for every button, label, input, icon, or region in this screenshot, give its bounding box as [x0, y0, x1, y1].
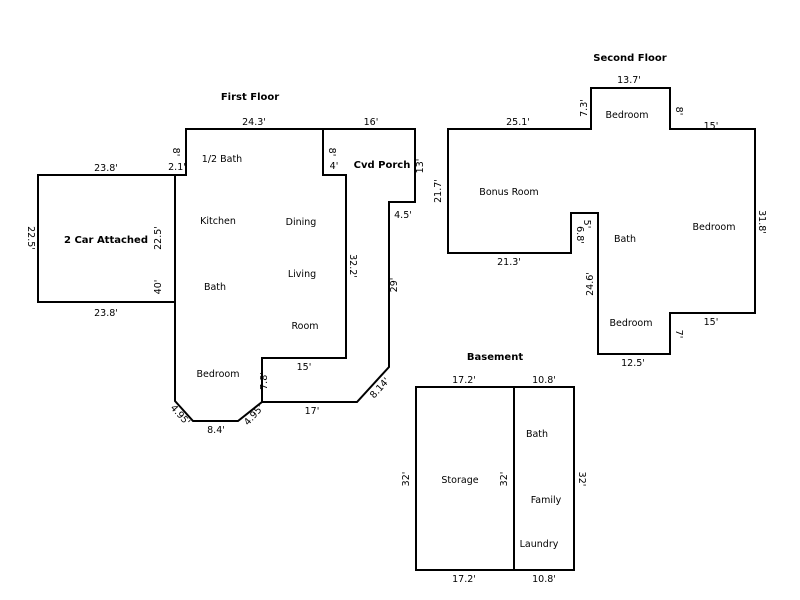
right-dim: 31.8' — [756, 210, 767, 234]
family-label: Family — [531, 495, 562, 506]
outer-right-dim: 29' — [389, 278, 400, 293]
basement-bottom-right-dim: 10.8' — [532, 574, 556, 585]
left-upper-dim: 8' — [170, 148, 181, 157]
bonus-top-dim: 25.1' — [506, 117, 530, 128]
basement-left-dim: 32' — [401, 472, 412, 487]
dining-label: Dining — [286, 217, 317, 228]
left-upper-small-dim: 2.1' — [168, 162, 186, 173]
left-lower-dim: 40' — [153, 280, 164, 295]
basement-top-right-dim: 10.8' — [532, 375, 556, 386]
first-floor: First Floor 2 Car Attached 23.8' 23.8' 2… — [25, 92, 426, 436]
porch-right-dim: 13' — [415, 159, 426, 174]
bedroom-label: Bedroom — [197, 369, 240, 380]
living-bottom-dim: 15' — [297, 362, 312, 373]
second-floor-outline — [447, 87, 756, 355]
right-top-step-dim: 8' — [673, 107, 684, 116]
right-top-dim: 15' — [704, 121, 719, 132]
top-main-dim: 24.3' — [242, 117, 266, 128]
bonus-bottom-dim: 21.3' — [497, 257, 521, 268]
basement-outline — [415, 386, 575, 571]
diagonal-left-dim: 4.95' — [168, 403, 192, 428]
bonus-left-dim: 21.7' — [433, 179, 444, 203]
basement-top-left-dim: 17.2' — [452, 375, 476, 386]
right-bottom-dim: 15' — [704, 317, 719, 328]
porch-inner-dim: 4.5' — [394, 210, 412, 221]
room-label: Room — [291, 321, 318, 332]
porch-step-v-dim: 8' — [326, 148, 337, 157]
bath-2-label: Bath — [614, 234, 636, 245]
garage-right-dim: 22.5' — [153, 226, 164, 250]
first-floor-title: First Floor — [221, 92, 279, 103]
laundry-label: Laundry — [520, 539, 559, 550]
garage-label: 2 Car Attached — [64, 235, 148, 246]
diagonal-mid-dim: 4.95' — [242, 403, 266, 428]
porch-label: Cvd Porch — [354, 160, 411, 171]
notch-top-dim: 5' — [581, 220, 592, 229]
interior-right-dim: 32.2' — [347, 254, 358, 278]
porch-interior-wall — [261, 129, 347, 402]
bath-label: Bath — [204, 282, 226, 293]
basement-bottom-left-dim: 17.2' — [452, 574, 476, 585]
kitchen-label: Kitchen — [200, 216, 236, 227]
storage-label: Storage — [441, 475, 478, 486]
basement-middle-dim: 32' — [499, 472, 510, 487]
bonus-room-label: Bonus Room — [479, 187, 538, 198]
bottom-dim: 8.4' — [207, 425, 225, 436]
second-floor-title: Second Floor — [593, 53, 667, 64]
basement-right-dim: 32' — [576, 472, 587, 487]
top-porch-dim: 16' — [364, 117, 379, 128]
bedroom-bottom-label: Bedroom — [610, 318, 653, 329]
notch-left-dim: 6.8' — [574, 226, 585, 244]
garage-left-dim: 22.5' — [25, 226, 36, 250]
porch-step-h-dim: 4' — [330, 161, 339, 172]
half-bath-label: 1/2 Bath — [202, 154, 242, 165]
bedroom-step-dim: 7.8' — [259, 372, 270, 390]
second-bottom-dim: 12.5' — [621, 358, 645, 369]
basement-bath-label: Bath — [526, 429, 548, 440]
garage-bottom-dim: 23.8' — [94, 308, 118, 319]
bottom-right-dim: 17' — [305, 406, 320, 417]
bedroom-right-label: Bedroom — [693, 222, 736, 233]
basement-title: Basement — [467, 352, 523, 363]
garage-top-dim: 23.8' — [94, 163, 118, 174]
second-floor: Second Floor Bedroom Bonus Room Bath Bed… — [433, 53, 767, 369]
bedroom-top-label: Bedroom — [606, 110, 649, 121]
living-label: Living — [288, 269, 316, 280]
diagonal-right-dim: 8.14' — [368, 376, 392, 401]
right-bottom-step-dim: 7' — [673, 330, 684, 339]
basement: Basement Storage Bath Family Laundry 17.… — [401, 352, 587, 585]
top-bedroom-dim: 13.7' — [617, 75, 641, 86]
left-top-step-dim: 7.3' — [579, 99, 590, 117]
bath-left-dim: 24.6' — [585, 272, 596, 296]
